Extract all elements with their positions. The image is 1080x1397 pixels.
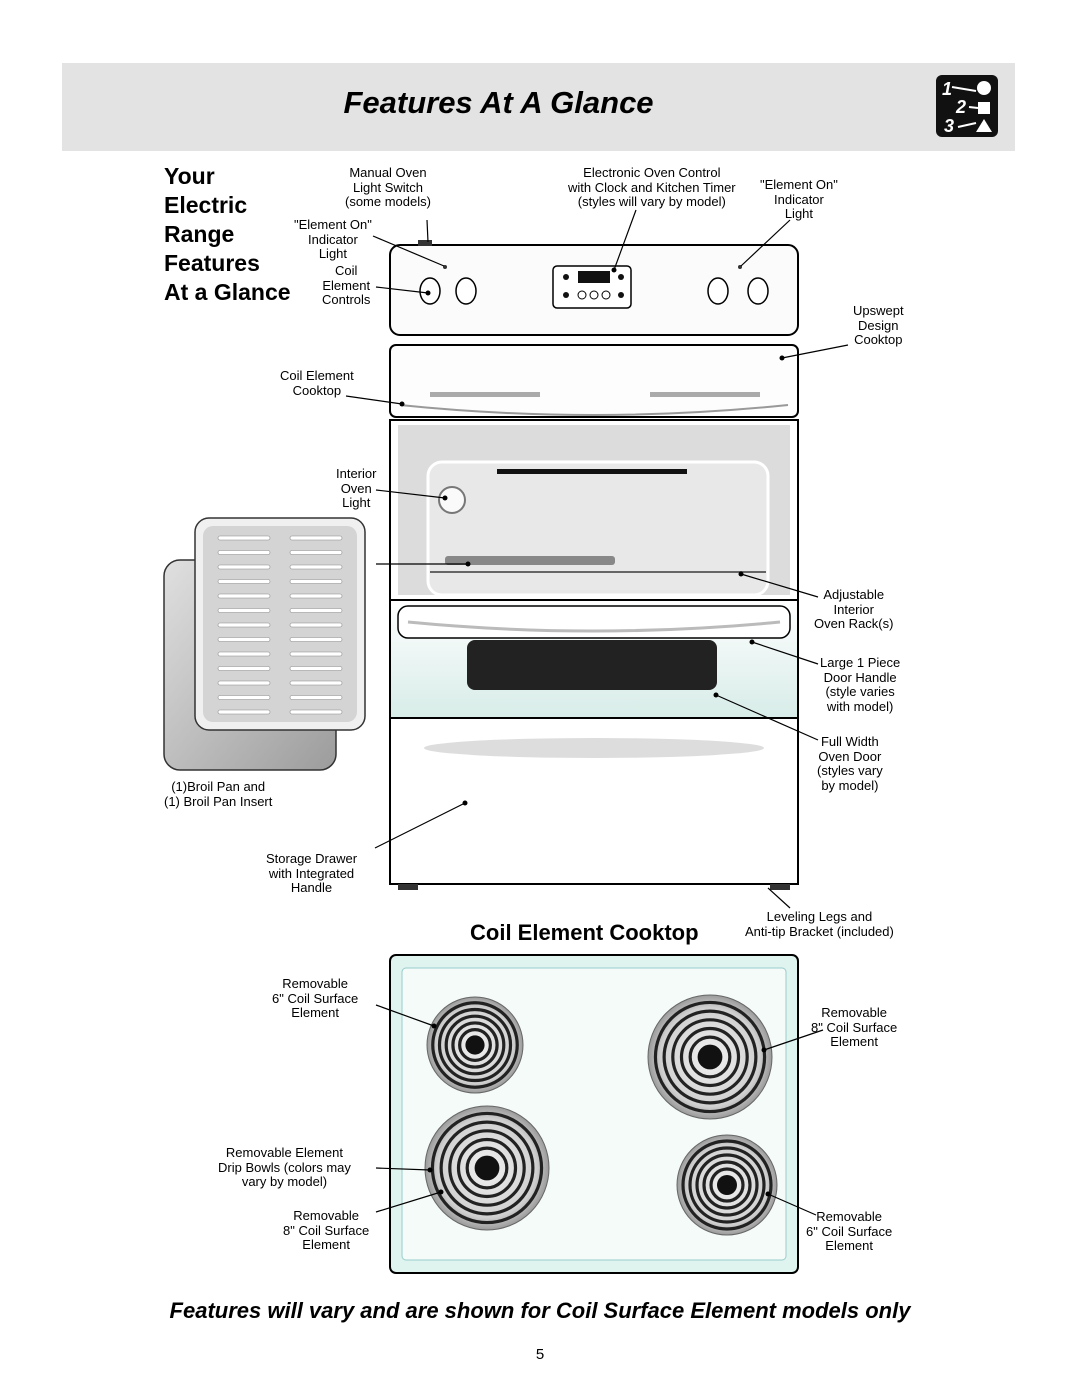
control-panel [389, 240, 799, 336]
broil-slot [217, 680, 271, 686]
broil-slot [289, 535, 343, 541]
broil-slot [289, 680, 343, 686]
callout-lines [345, 209, 849, 1216]
broil-slot [217, 550, 271, 555]
svg-text:3: 3 [944, 116, 954, 136]
right-knobs [707, 277, 769, 305]
broil-slot [289, 593, 343, 599]
broil-slot [217, 608, 271, 613]
title-banner: Features At A Glance 1 2 3 [62, 63, 1015, 151]
footer-note: Features will vary and are shown for Coi… [169, 1298, 911, 1323]
page-title: Features At A Glance [343, 85, 654, 120]
broil-slot [217, 709, 271, 715]
broil-slot [289, 622, 343, 628]
broil-slot [217, 535, 271, 541]
coil-cooktop-heading: Coil Element Cooktop [470, 920, 699, 945]
broil-slot [217, 651, 271, 657]
broil-slot [289, 651, 343, 657]
broil-slot [289, 709, 343, 715]
storage-drawer [389, 717, 799, 890]
cooktop-edge [389, 344, 799, 418]
coil-burner-6-top-left [426, 996, 524, 1094]
broil-slot [289, 579, 343, 584]
broil-pan-in-oven [445, 556, 615, 565]
page-number: 5 [535, 1346, 545, 1363]
label-broil-pan: (1)Broil Pan and(1) Broil Pan Insert [164, 779, 273, 809]
svg-text:2: 2 [955, 97, 966, 117]
left-knobs [419, 277, 477, 305]
broil-slot [217, 695, 271, 700]
broil-slot [217, 593, 271, 599]
coil-burners [424, 994, 778, 1236]
broil-slot [289, 550, 343, 555]
door-window [467, 640, 717, 690]
coil-burner-8-bottom-left [424, 1105, 550, 1231]
steps-123-icon: 1 2 3 [936, 75, 998, 137]
broil-insert-slots [217, 535, 343, 715]
range-features-heading: Your Electric Range Features At a Glance [164, 163, 291, 305]
oven-light-bulb [438, 486, 466, 514]
door-handle [397, 605, 791, 639]
broil-slot [289, 637, 343, 642]
broil-slot [289, 666, 343, 671]
broil-slot [217, 666, 271, 671]
coil-burner-8-top-right [647, 994, 773, 1120]
broil-slot [217, 637, 271, 642]
broil-slot [217, 564, 271, 570]
manual-light-switch [418, 240, 432, 246]
broil-slot [289, 695, 343, 700]
callout-dots [399, 267, 785, 1197]
broil-slot [289, 608, 343, 613]
broil-slot [217, 622, 271, 628]
broil-pan-and-insert [163, 517, 366, 771]
oven-control-pad [552, 265, 632, 309]
oven-door [389, 599, 799, 719]
broil-slot [289, 564, 343, 570]
svg-text:1: 1 [942, 79, 952, 99]
coil-burner-6-bottom-right [676, 1134, 778, 1236]
broil-slot [217, 579, 271, 584]
oven-cavity [389, 419, 799, 601]
